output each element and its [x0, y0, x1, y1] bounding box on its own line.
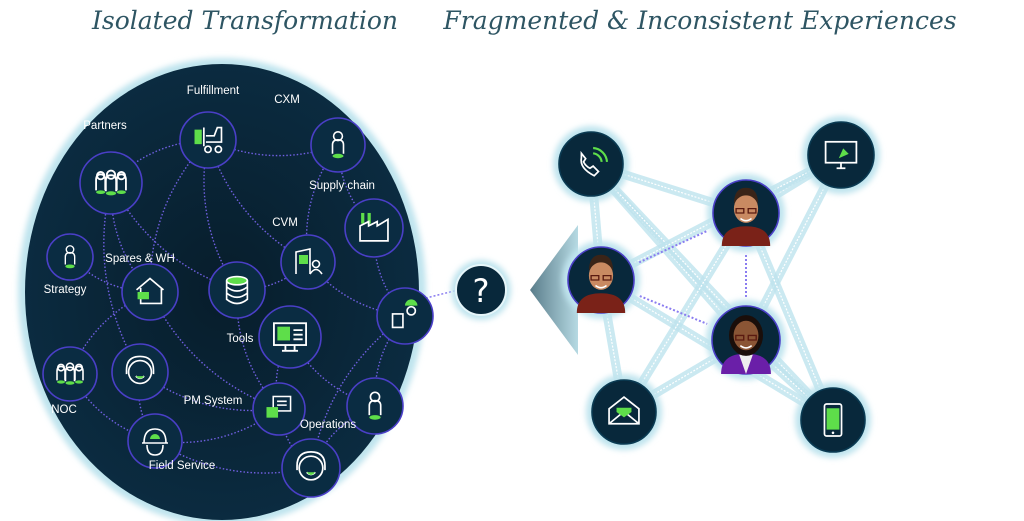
- avatar-man-icon: [721, 187, 771, 246]
- customer-link-customer-man-2-customer-man-1: [638, 229, 709, 264]
- link-fulfillment-cvm: [207, 139, 309, 263]
- channel-node-customer-woman: [706, 300, 786, 380]
- worker-clipboard-icon: [391, 299, 418, 329]
- channel-node-customer-man-1: [707, 174, 785, 252]
- chat-icon: [266, 395, 292, 418]
- label-cvm: CVM: [272, 217, 298, 229]
- hard-hat-icon: [142, 428, 168, 456]
- link-cxm-supply-chain: [337, 144, 375, 229]
- envelope-icon: [608, 395, 640, 425]
- label-fulfillment: Fulfillment: [187, 85, 240, 97]
- node-field-service: [127, 413, 183, 469]
- cluster-connector: [417, 289, 459, 301]
- label-operations: Operations: [300, 419, 357, 431]
- database-icon: [225, 275, 249, 305]
- node-strategy: [46, 233, 94, 281]
- link-partners-tools-db: [110, 182, 238, 291]
- channel-node-mobile: [795, 382, 871, 458]
- node-spares-wh: [121, 263, 179, 321]
- label-strategy: Strategy: [44, 284, 87, 296]
- link-field-service-agent-2: [154, 440, 312, 474]
- channel-link-web-customer-man-2: [600, 154, 842, 281]
- group-icon: [95, 169, 127, 196]
- node-cvm: [280, 234, 336, 290]
- node-tools-db: [208, 261, 266, 319]
- title-isolated-transformation: Isolated Transformation: [92, 6, 398, 35]
- node-pm-system: [252, 382, 306, 436]
- group-icon: [56, 362, 84, 385]
- monitor-cursor-icon: [824, 140, 858, 170]
- phone-icon: [580, 146, 609, 177]
- node-operations: [346, 377, 404, 435]
- headset-agent-icon: [125, 355, 155, 385]
- node-noc: [42, 346, 98, 402]
- label-supply-chain: Supply chain: [309, 180, 375, 192]
- warehouse-icon: [135, 277, 165, 305]
- link-agent-1-field-service: [137, 371, 156, 442]
- monitor-icon: [273, 322, 307, 352]
- label-tools: Tools: [227, 333, 254, 345]
- node-agent-1: [111, 343, 169, 401]
- channel-link-phone-mobile: [590, 163, 834, 421]
- building-user-icon: [295, 248, 323, 275]
- customer-link-customer-man-2-customer-woman: [639, 295, 708, 325]
- node-partners: [79, 151, 143, 215]
- funnel-shape: [530, 225, 578, 355]
- node-cxm: [310, 117, 366, 173]
- person-icon: [64, 245, 76, 269]
- link-worker-agent-2: [310, 315, 406, 469]
- factory-icon: [359, 212, 389, 242]
- channel-link-phone-customer-man-1: [590, 163, 747, 214]
- node-worker: [376, 287, 434, 345]
- label-spares-wh: Spares & WH: [105, 253, 175, 265]
- label-noc: NOC: [51, 404, 77, 416]
- title-fragmented-experiences: Fragmented & Inconsistent Experiences: [443, 6, 957, 35]
- avatar-woman-icon: [721, 315, 771, 374]
- label-cxm: CXM: [274, 94, 300, 106]
- channel-node-web: [802, 116, 880, 194]
- channel-link-customer-man-2-mobile: [600, 279, 834, 421]
- label-field-service: Field Service: [149, 460, 215, 472]
- smartphone-icon: [823, 403, 843, 437]
- link-tools-operations: [289, 336, 376, 407]
- channel-link-email-customer-woman: [623, 339, 747, 413]
- channel-node-phone: [553, 126, 629, 202]
- channel-node-email: [586, 374, 662, 450]
- channel-link-email-customer-man-1: [623, 212, 747, 413]
- question-mark-icon: ?: [473, 272, 490, 310]
- node-agent-2: [281, 438, 341, 498]
- person-icon: [368, 391, 382, 420]
- node-supply-chain: [344, 198, 404, 258]
- person-icon: [331, 130, 345, 159]
- node-fulfillment: [179, 111, 237, 169]
- label-pm-system: PM System: [184, 395, 243, 407]
- node-tools: [258, 305, 322, 369]
- label-partners: Partners: [83, 120, 127, 132]
- link-cvm-worker: [307, 261, 406, 317]
- question-node: ?: [451, 260, 511, 320]
- forklift-icon: [194, 126, 223, 154]
- avatar-man-glasses-icon: [576, 254, 626, 313]
- headset-agent-icon: [296, 451, 326, 481]
- channel-node-customer-man-2: [562, 241, 640, 319]
